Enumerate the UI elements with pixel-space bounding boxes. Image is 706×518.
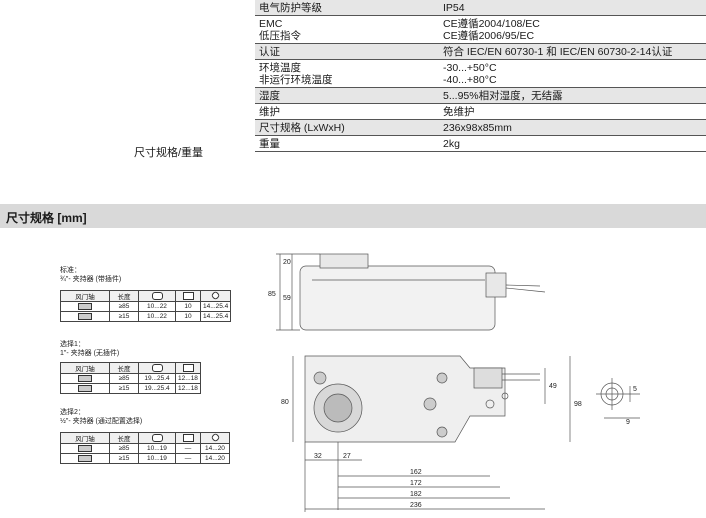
clamp-table-option-1: 风门轴 长度 ≥85 19...25.4 12...18 ≥15 19...25… (60, 362, 201, 394)
section-title: 尺寸规格 [mm] (6, 211, 87, 225)
dim-182-label: 182 (410, 491, 422, 498)
dim-59-label: 59 (283, 295, 291, 302)
bottom-screw-icon (436, 426, 448, 438)
section-header: 尺寸规格 [mm] (0, 204, 706, 228)
spec-value: 免维护 (439, 103, 706, 120)
round-shaft-icon (151, 292, 163, 300)
right-screw-icon (436, 372, 448, 384)
shaft-icon (78, 312, 92, 320)
spec-value: 5...95%相对湿度，无结露 (439, 87, 706, 104)
round-shaft-header (138, 290, 176, 302)
shaft-icon (78, 384, 92, 392)
dim-27-label: 27 (343, 453, 351, 460)
option-1-label-text: 选择1：1"- 夹持器 (无插件) (60, 341, 120, 357)
shaft-icon (78, 454, 92, 462)
diamond-range-cell: 14...25.4 (199, 311, 232, 322)
dim-85-label: 85 (268, 291, 276, 298)
spec-key: 维护 (255, 103, 439, 120)
side-view-cable-2 (505, 287, 546, 293)
mount-hole-2 (501, 392, 509, 400)
round-shaft-header (138, 362, 176, 374)
diamond-range-cell: 14...20 (200, 453, 230, 464)
square-range-cell: 12...18 (175, 383, 201, 394)
detail-9-label: 9 (626, 419, 630, 426)
detail-5-label: 5 (633, 386, 637, 393)
shaft-icon (78, 302, 92, 310)
spec-key: 认证 (255, 43, 439, 60)
clamp-hub (323, 393, 353, 423)
option-standard-label-text: 标准：¾"- 夹持器 (带插件) (60, 267, 122, 283)
spec-value: IP54 (439, 0, 706, 16)
side-view (276, 253, 546, 331)
table-row: ≥15 10...19 — 14...20 (60, 453, 230, 464)
top-connector (473, 367, 503, 389)
middle-screw-icon (423, 397, 437, 411)
dim-20-label: 20 (283, 259, 291, 266)
spec-row: 环境温度非运行环境温度-30...+50°C-40...+80°C (255, 59, 706, 88)
option-2-label: 选择2：½"- 夹持器 (通过配置选择) (60, 408, 142, 426)
table-header-row: 风门轴 长度 (60, 290, 232, 302)
spec-value: 236x98x85mm (439, 119, 706, 136)
side-view-connector (485, 272, 507, 298)
spec-key: 环境温度非运行环境温度 (255, 59, 439, 88)
dim-49-label: 49 (549, 383, 557, 390)
clamp-table-standard: 风门轴 长度 ≥85 10...22 10 14...25.4 ≥15 10..… (60, 290, 232, 322)
round-shaft-icon (151, 434, 163, 442)
spec-row: 维护免维护 (255, 103, 706, 120)
dim-236-label: 236 (410, 502, 422, 509)
spec-value: -30...+50°C-40...+80°C (439, 59, 706, 88)
option-1-label: 选择1：1"- 夹持器 (无插件) (60, 340, 119, 358)
spec-value: 2kg (439, 135, 706, 152)
round-shaft-icon (151, 364, 163, 372)
option-2-label-text: 选择2：½"- 夹持器 (通过配置选择) (60, 409, 143, 425)
top-screw-icon (313, 371, 327, 385)
option-standard-label: 标准：¾"- 夹持器 (带插件) (60, 266, 121, 284)
dim-172-label: 172 (410, 480, 422, 487)
table-row: ≥15 10...22 10 14...25.4 (60, 311, 232, 322)
shaft-icon (78, 444, 92, 452)
dimensions-weight-label: 尺寸规格/重量 (134, 147, 204, 159)
diamond-shaft-header (200, 432, 230, 444)
spec-row: 尺寸规格 (LxWxH)236x98x85mm (255, 119, 706, 136)
mount-hole (485, 399, 495, 409)
shaft-icon (78, 374, 92, 382)
dim-32-label: 32 (314, 453, 322, 460)
clamp-table-option-2: 风门轴 长度 ≥85 10...19 — 14...20 ≥15 10...19… (60, 432, 230, 464)
spec-key: 重量 (255, 135, 439, 152)
side-view-cable (505, 284, 541, 287)
side-view-clamp (319, 253, 369, 269)
square-shaft-icon (182, 292, 194, 300)
spec-key: 尺寸规格 (LxWxH) (255, 119, 439, 136)
square-shaft-icon (182, 364, 194, 372)
side-view-body (299, 265, 496, 331)
spec-row: 认证符合 IEC/EN 60730-1 和 IEC/EN 60730-2-14认… (255, 43, 706, 60)
table-header-row: 风门轴 长度 (60, 362, 201, 374)
spec-key: 湿度 (255, 87, 439, 104)
dim-162-label: 162 (410, 469, 422, 476)
top-view (292, 355, 571, 512)
table-row: ≥85 10...22 10 14...25.4 (60, 301, 232, 312)
detail-view (596, 378, 640, 419)
square-shaft-icon (182, 434, 194, 442)
spec-value: 符合 IEC/EN 60730-1 和 IEC/EN 60730-2-14认证 (439, 43, 706, 60)
dim-80-label: 80 (281, 399, 289, 406)
actuator-drawing: 85 20 59 80 49 98 32 27 162 172 182 236 (268, 253, 640, 512)
dim-98-label: 98 (574, 401, 582, 408)
table-row: ≥15 19...25.4 12...18 (60, 383, 201, 394)
spec-key: 电气防护等级 (255, 0, 439, 16)
